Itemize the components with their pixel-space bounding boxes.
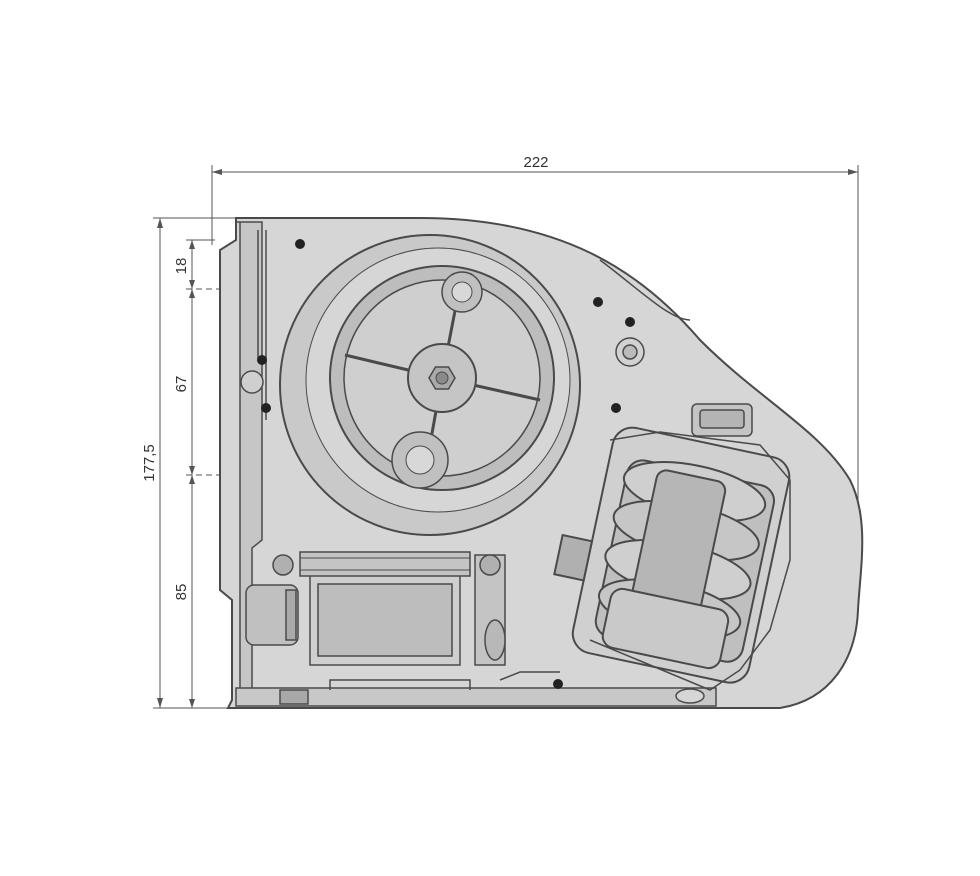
left-clip [240,370,264,394]
width-arrow-right [848,169,858,175]
segment-middle-label: 67 [173,376,190,393]
top-lobe-inner [451,281,473,303]
lower-compartment [235,551,717,707]
width-label: 222 [523,154,548,171]
hub-center [435,371,449,385]
bottom-right-slot [675,688,705,704]
screw-7 [553,679,563,689]
seg-arrow-4 [189,466,195,475]
seg-arrow-3 [189,289,195,298]
housing-details [240,337,753,704]
width-arrow-left [212,169,222,175]
nut-left [272,554,294,576]
shaft-tube [299,551,471,577]
screw-6 [625,317,635,327]
segment-top-label: 18 [173,258,190,275]
screw-5 [611,403,621,413]
screw-3 [261,403,271,413]
left-profile-rail [257,230,267,420]
seg-arrow-6 [189,699,195,708]
right-roller-inner [622,344,638,360]
arm-knuckle [601,587,730,670]
seg-arrow-1 [189,240,195,249]
top-right-clip-inner [699,409,745,429]
bottom-lobe-inner [405,445,435,475]
seg-arrow-2 [189,280,195,289]
screws [257,239,635,689]
bolt-right [484,619,506,661]
height-arrow-bottom [157,698,163,708]
arm-shell-path [589,431,791,691]
top-arc-detail [599,259,691,321]
left-bracket [245,584,299,646]
motor-box-inner [317,583,453,657]
screw-2 [257,355,267,365]
screw-4 [593,297,603,307]
total-height-label: 177,5 [141,444,158,482]
lower-channel [329,671,560,690]
threaded-stub [553,533,594,582]
screw-rod [285,589,297,641]
dimension-lines [153,165,859,709]
arm-assembly [553,426,791,684]
seg-arrow-5 [189,475,195,484]
segment-bottom-label: 85 [173,584,190,601]
nut-right-top [479,554,501,576]
bottom-rail [235,687,717,707]
roller-drum [279,234,581,536]
base-block [279,689,309,705]
height-arrow-top [157,218,163,228]
arm-outer-shell [589,431,791,691]
screw-1 [295,239,305,249]
